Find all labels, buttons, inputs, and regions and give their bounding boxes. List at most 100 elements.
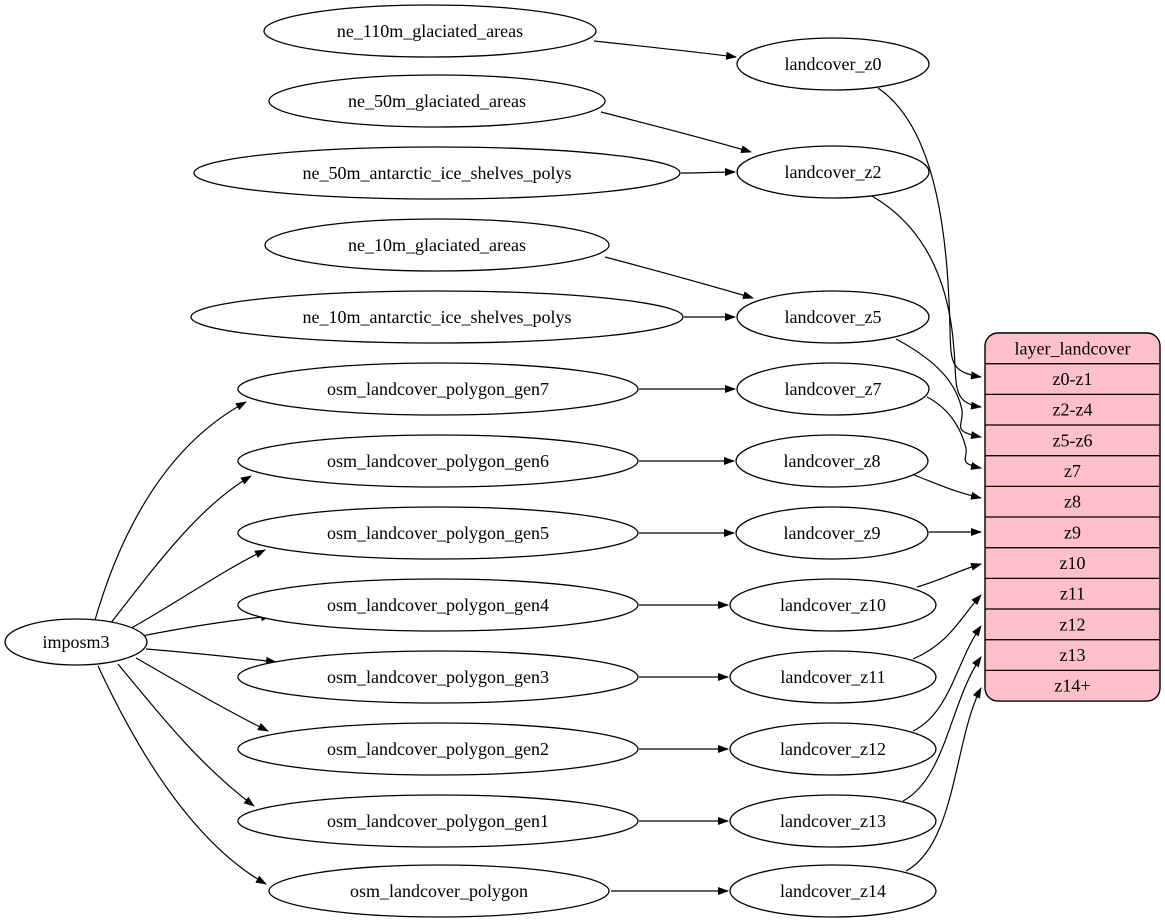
table-row-z7: z7: [1064, 461, 1081, 481]
edge-ne_110m_glaciated_areas-to-landcover_z0: [593, 40, 737, 60]
edge-imposm3-to-osm_landcover_polygon_gen1: [117, 663, 255, 807]
edge-imposm3-to-osm_landcover_polygon_gen6: [109, 475, 252, 625]
node-ellipse-landcover_z8: [735, 434, 929, 488]
node-landcover_z7: landcover_z7: [736, 362, 930, 416]
node-label-landcover_z9: landcover_z9: [784, 523, 881, 543]
edge-imposm3-to-osm_landcover_polygon_gen2: [135, 657, 269, 732]
node-osm_landcover_polygon_gen4: osm_landcover_polygon_gen4: [237, 578, 639, 632]
node-imposm3: imposm3: [4, 618, 148, 666]
node-label-osm_landcover_polygon_gen2: osm_landcover_polygon_gen2: [327, 739, 549, 759]
node-osm_landcover_polygon_gen1: osm_landcover_polygon_gen1: [237, 794, 639, 848]
node-ne_10m_glaciated_areas: ne_10m_glaciated_areas: [264, 218, 610, 272]
edge-imposm3-to-osm_landcover_polygon_gen3: [145, 648, 277, 665]
node-ellipse-landcover_z5: [736, 290, 930, 344]
node-label-landcover_z8: landcover_z8: [784, 451, 881, 471]
node-label-osm_landcover_polygon_gen3: osm_landcover_polygon_gen3: [327, 667, 549, 687]
table-title: layer_landcover: [1015, 338, 1131, 358]
edge-landcover_z7-to-layer_landcover-z7: [926, 396, 982, 470]
node-ellipse-landcover_z2: [736, 145, 930, 199]
node-landcover_z2: landcover_z2: [736, 145, 930, 199]
table-row-z12: z12: [1060, 614, 1086, 634]
node-ne_10m_antarctic_ice_shelves_polys: ne_10m_antarctic_ice_shelves_polys: [190, 290, 684, 344]
node-landcover_z12: landcover_z12: [729, 722, 937, 776]
table-row-label: z12: [1060, 614, 1086, 634]
node-label-ne_50m_antarctic_ice_shelves_polys: ne_50m_antarctic_ice_shelves_polys: [303, 163, 572, 183]
node-ellipse-landcover_z10: [729, 578, 937, 632]
node-ellipse-osm_landcover_polygon_gen4: [237, 578, 639, 632]
node-label-osm_landcover_polygon_gen4: osm_landcover_polygon_gen4: [327, 595, 549, 615]
node-ellipse-landcover_z9: [735, 506, 929, 560]
node-label-landcover_z11: landcover_z11: [780, 667, 885, 687]
node-label-landcover_z7: landcover_z7: [785, 379, 882, 399]
edge-landcover_z11-to-layer_landcover-z11: [912, 594, 982, 660]
table-layer_landcover: layer_landcover z0-z1 z2-z4 z5-z6 z7 z8 z9 z10 z…: [984, 332, 1161, 702]
node-label-osm_landcover_polygon_gen5: osm_landcover_polygon_gen5: [327, 523, 549, 543]
node-ellipse-landcover_z7: [736, 362, 930, 416]
table-row-label: z13: [1060, 645, 1086, 665]
edge-landcover_z10-to-layer_landcover-z10: [916, 562, 982, 588]
table-row-z0-z1: z0-z1: [1053, 369, 1093, 389]
node-osm_landcover_polygon: osm_landcover_polygon: [268, 864, 610, 918]
node-label-imposm3: imposm3: [42, 632, 109, 652]
edge-landcover_z8-to-layer_landcover-z8: [913, 474, 982, 500]
node-ellipse-osm_landcover_polygon_gen5: [237, 506, 639, 560]
node-osm_landcover_polygon_gen2: osm_landcover_polygon_gen2: [237, 722, 639, 776]
node-ne_110m_glaciated_areas: ne_110m_glaciated_areas: [263, 4, 597, 58]
node-osm_landcover_polygon_gen7: osm_landcover_polygon_gen7: [237, 362, 639, 416]
table-row-z10: z10: [1060, 553, 1086, 573]
edge-landcover_z12-to-layer_landcover-z12: [912, 625, 982, 732]
node-ellipse-landcover_z13: [729, 794, 937, 848]
edge-landcover_z0-to-layer_landcover-z0-z1: [877, 87, 982, 380]
node-landcover_z14: landcover_z14: [729, 864, 937, 918]
node-ne_50m_antarctic_ice_shelves_polys: ne_50m_antarctic_ice_shelves_polys: [193, 146, 681, 200]
node-label-landcover_z5: landcover_z5: [785, 307, 882, 327]
table-row-label: z14+: [1054, 676, 1090, 696]
node-ellipse-ne_50m_antarctic_ice_shelves_polys: [193, 146, 681, 200]
table-row-z9: z9: [1064, 522, 1081, 542]
table-row-z11: z11: [1060, 584, 1085, 604]
table-row-z2-z4: z2-z4: [1053, 400, 1093, 420]
edge-landcover_z2-to-layer_landcover-z2-z4: [871, 195, 982, 410]
node-ellipse-osm_landcover_polygon: [268, 864, 610, 918]
table-row-label: z10: [1060, 553, 1086, 573]
table-row-z5-z6: z5-z6: [1053, 430, 1093, 450]
node-osm_landcover_polygon_gen6: osm_landcover_polygon_gen6: [237, 434, 639, 488]
node-label-osm_landcover_polygon_gen6: osm_landcover_polygon_gen6: [327, 451, 549, 471]
table-row-label: z8: [1064, 492, 1081, 512]
node-label-osm_landcover_polygon: osm_landcover_polygon: [350, 881, 528, 901]
node-ellipse-landcover_z11: [729, 650, 937, 704]
table-row-label: z7: [1064, 461, 1081, 481]
node-ellipse-ne_110m_glaciated_areas: [263, 4, 597, 58]
edge-imposm3-to-osm_landcover_polygon_gen7: [94, 401, 247, 621]
node-landcover_z13: landcover_z13: [729, 794, 937, 848]
node-label-osm_landcover_polygon_gen1: osm_landcover_polygon_gen1: [327, 811, 549, 831]
table-row-label: z0-z1: [1053, 369, 1093, 389]
edge-ne_50m_antarctic_ice_shelves_polys-to-landcover_z2: [680, 168, 736, 177]
node-label-osm_landcover_polygon_gen7: osm_landcover_polygon_gen7: [327, 379, 549, 399]
node-label-landcover_z13: landcover_z13: [780, 811, 886, 831]
table-row-label: z9: [1064, 522, 1081, 542]
node-landcover_z11: landcover_z11: [729, 650, 937, 704]
edge-landcover_z5-to-layer_landcover-z5-z6: [895, 338, 982, 440]
node-ellipse-imposm3: [4, 618, 148, 666]
node-ellipse-landcover_z0: [736, 37, 930, 91]
node-ellipse-osm_landcover_polygon_gen2: [237, 722, 639, 776]
table-row-label: z5-z6: [1053, 430, 1093, 450]
table-row-label: z2-z4: [1053, 400, 1093, 420]
node-landcover_z8: landcover_z8: [735, 434, 929, 488]
edge-imposm3-to-osm_landcover_polygon_gen4: [141, 613, 272, 637]
node-osm_landcover_polygon_gen3: osm_landcover_polygon_gen3: [237, 650, 639, 704]
node-label-landcover_z14: landcover_z14: [780, 881, 886, 901]
edge-landcover_z14-to-layer_landcover-z14+: [905, 687, 982, 872]
edge-imposm3-to-osm_landcover_polygon_gen5: [127, 549, 266, 631]
node-landcover_z5: landcover_z5: [736, 290, 930, 344]
table-row-z8: z8: [1064, 492, 1081, 512]
node-ellipse-osm_landcover_polygon_gen3: [237, 650, 639, 704]
node-label-landcover_z0: landcover_z0: [785, 54, 882, 74]
edge-ne_50m_glaciated_areas-to-landcover_z2: [600, 111, 752, 154]
node-ellipse-ne_50m_glaciated_areas: [268, 74, 606, 128]
node-ellipse-ne_10m_antarctic_ice_shelves_polys: [190, 290, 684, 344]
node-ellipse-osm_landcover_polygon_gen7: [237, 362, 639, 416]
